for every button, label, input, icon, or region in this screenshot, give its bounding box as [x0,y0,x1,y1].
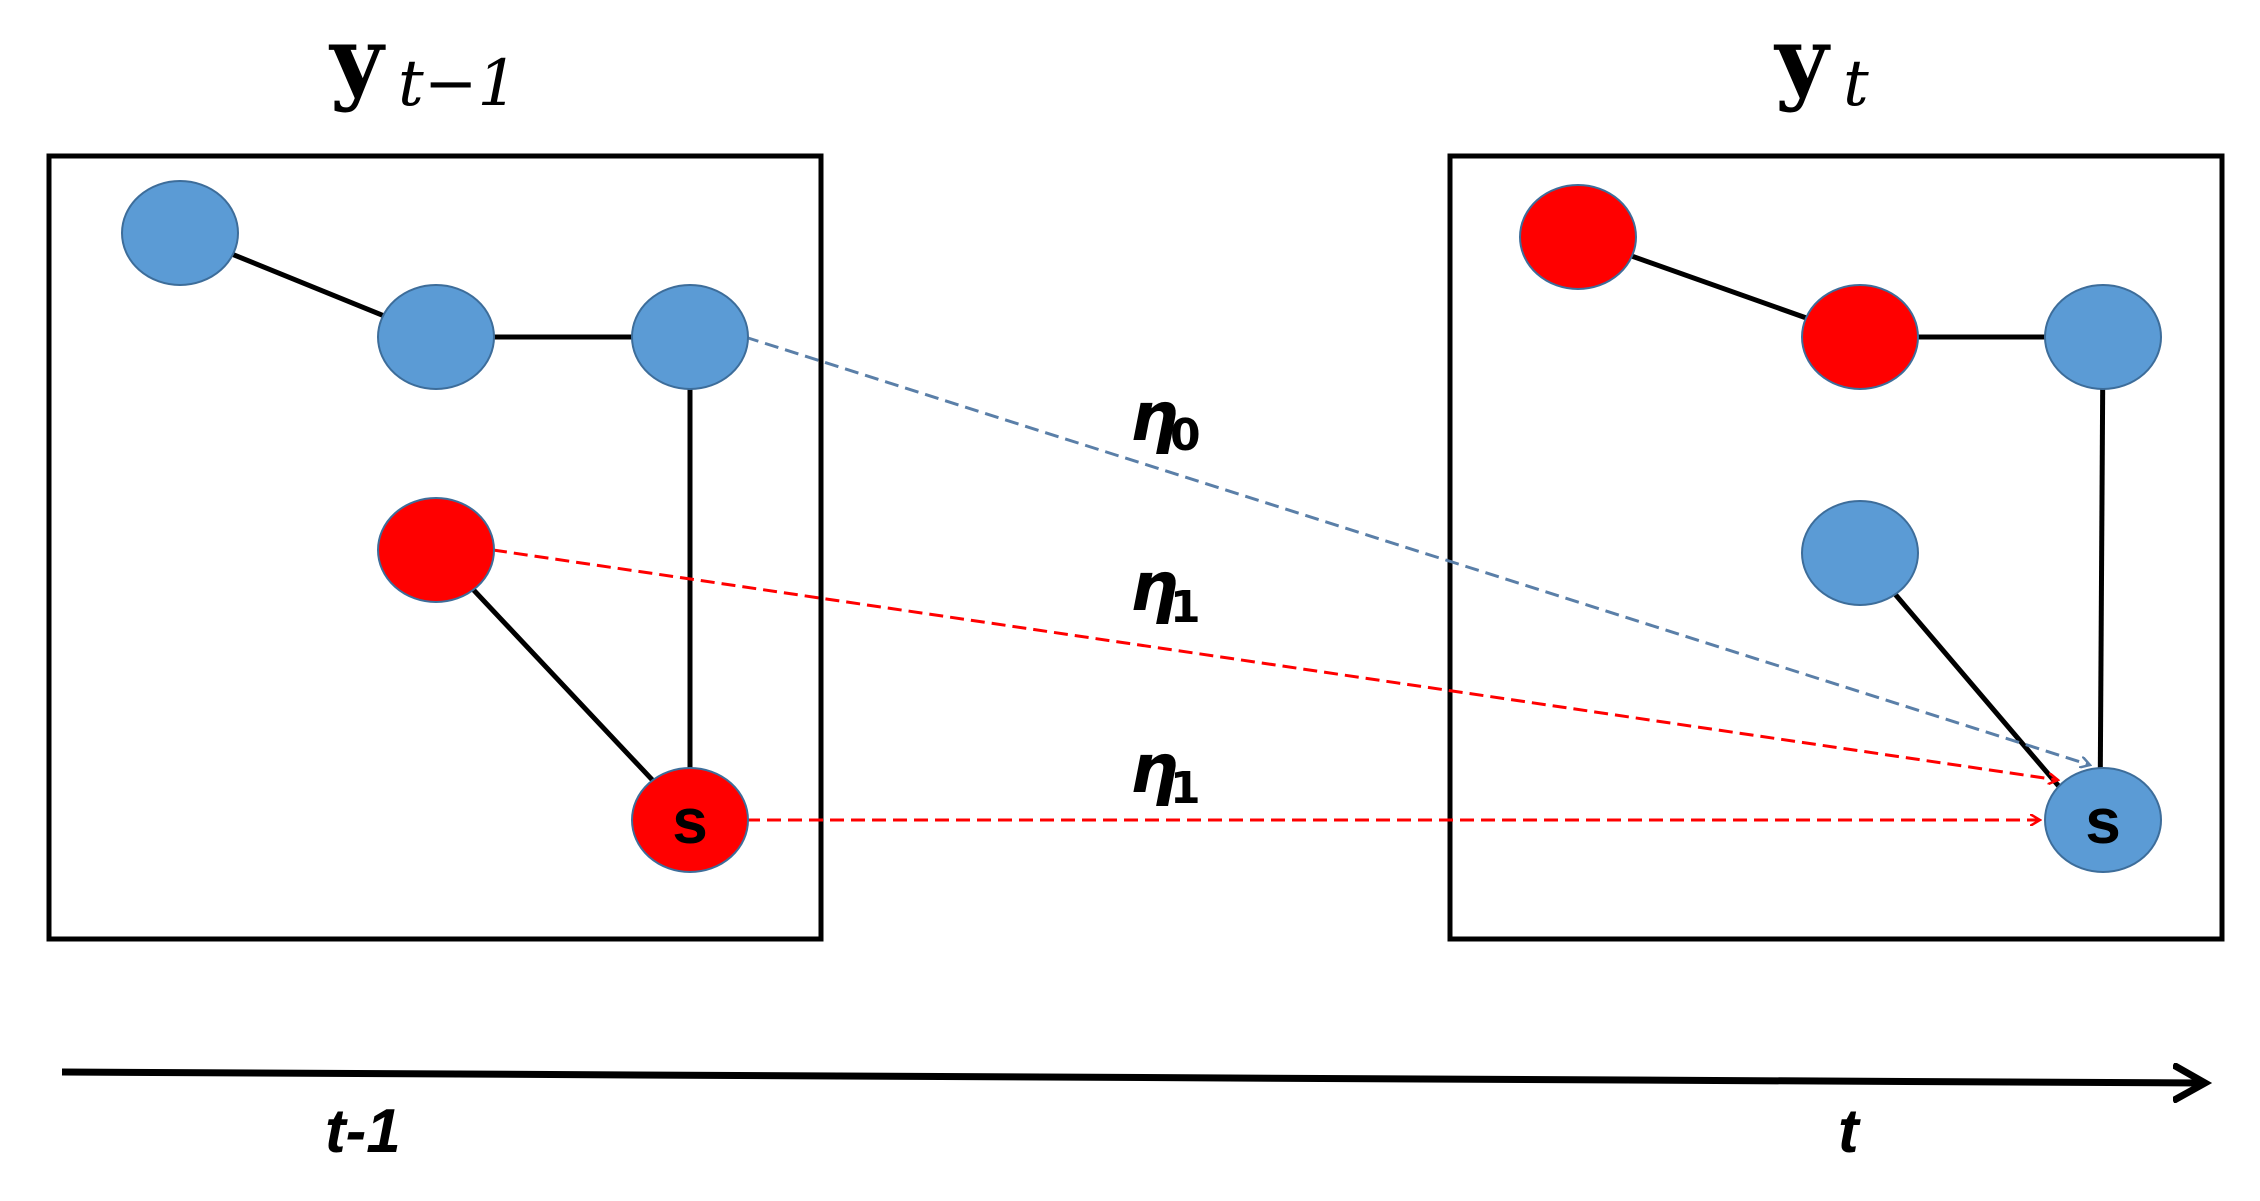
time-axis-arrow [61,1072,2205,1083]
left-graph-title-var: y [328,6,386,114]
time-label-current: t [1838,1097,1861,1166]
weight-subscript: 1 [1170,763,1201,814]
node-d [377,497,495,603]
node-c [631,284,749,390]
node-c [2044,284,2162,390]
weight-symbol: η [1130,548,1178,627]
node-b [1801,284,1919,390]
node-s-label: s [2085,785,2121,857]
node-s [2044,767,2162,873]
edge-c-s [2097,336,2106,821]
current-graph-nodes: s [1519,184,2162,873]
node-a [1519,184,1637,290]
time-label-previous: t-1 [325,1097,401,1166]
node-s [631,767,749,873]
previous-graph-nodes: s [121,180,749,873]
influence-arrow-eta0 [744,335,2090,765]
influence-arrow-eta1-neighbor [492,548,2058,780]
left-graph-title-sub: t−1 [398,47,518,121]
node-d [1801,500,1919,606]
weight-subscript: 1 [1170,582,1201,633]
node-b [377,284,495,390]
weight-label-eta1-neighbor: η 1 [1130,548,1201,633]
node-s-label: s [672,785,708,857]
previous-graph-frame [46,153,824,942]
weight-symbol: η [1130,730,1178,809]
current-graph-frame [1447,153,2225,942]
right-graph-title-sub: t [1843,47,1869,121]
node-a [121,180,239,286]
weight-label-eta0: η 0 [1130,378,1201,461]
right-graph-title-var: y [1773,6,1831,114]
weight-subscript: 0 [1170,410,1201,461]
weight-label-eta1-self: η 1 [1130,730,1201,814]
weight-symbol: η [1130,378,1178,457]
edge-d-s [434,548,692,822]
